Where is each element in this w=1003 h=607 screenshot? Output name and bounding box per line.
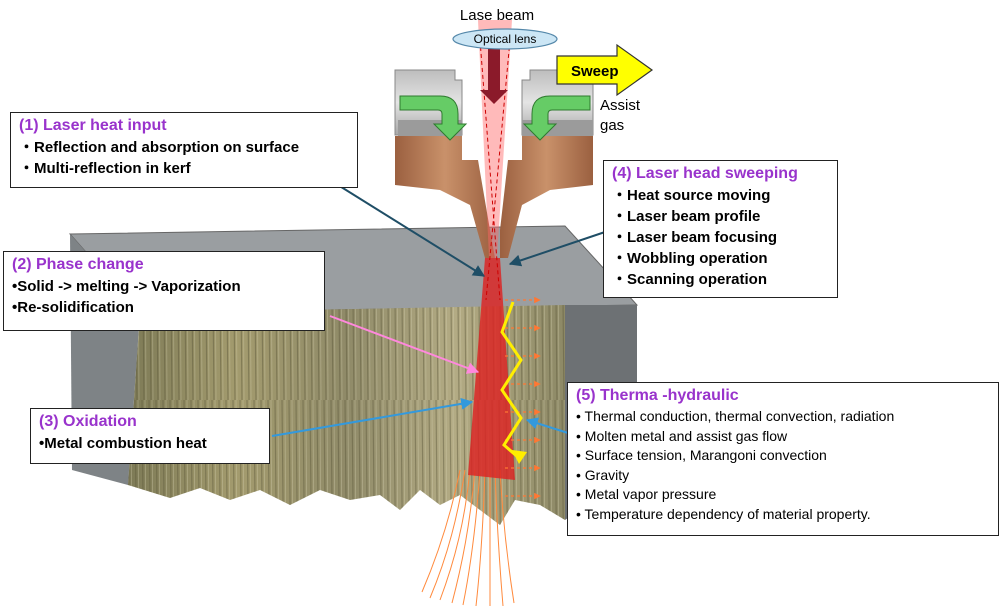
list-item: ・Wobbling operation xyxy=(612,250,768,267)
box-title: (1) Laser heat input xyxy=(19,117,167,134)
beam-dash-left xyxy=(479,39,501,301)
box-laser-heat-input: (1) Laser heat input ・Reflection and abs… xyxy=(10,112,358,188)
box-oxidation: (3) Oxidation •Metal combustion heat xyxy=(30,408,270,464)
sweep-arrow xyxy=(556,43,654,97)
leader-arrow-thermal-hydraulic xyxy=(525,417,569,434)
list-item: •Metal combustion heat xyxy=(39,435,207,452)
box-title: (5) Therma -hydraulic xyxy=(576,387,739,404)
laser-head-nozzle xyxy=(394,69,594,258)
list-item: •Solid -> melting -> Vaporization xyxy=(12,278,241,295)
list-item: • Metal vapor pressure xyxy=(576,486,717,502)
assist-gas-label-line1: Assist xyxy=(600,97,641,114)
optical-lens-label: Optical lens xyxy=(474,32,537,46)
box-title: (2) Phase change xyxy=(12,256,144,273)
assist-gas-arrow-right xyxy=(522,95,591,141)
list-item: • Gravity xyxy=(576,466,630,483)
optical-lens xyxy=(452,28,558,50)
list-item: •Re-solidification xyxy=(12,299,134,316)
box-laser-head-sweeping: (4) Laser head sweeping ・Heat source mov… xyxy=(603,160,838,298)
box-thermal-hydraulic: (5) Therma -hydraulic • Thermal conducti… xyxy=(567,382,999,536)
leader-arrow-phase-change xyxy=(329,315,480,374)
leader-arrow-head-sweeping xyxy=(508,231,606,267)
list-item: ・Laser beam focusing xyxy=(612,229,778,246)
ejected-spark-lines xyxy=(421,469,515,607)
nozzle-cone-right xyxy=(500,136,593,258)
assist-gas-label-line2: gas xyxy=(600,117,624,134)
leader-arrow-oxidation xyxy=(271,397,474,437)
beam-dash-right xyxy=(485,39,511,301)
assist-gas-arrow-left xyxy=(399,95,468,141)
nozzle-cone-left xyxy=(395,136,495,258)
laser-beam xyxy=(478,20,512,258)
kerf-melt-zone xyxy=(468,258,515,480)
beam-direction-arrow xyxy=(480,48,508,104)
list-item: ・Laser beam profile xyxy=(612,208,761,225)
list-item: • Thermal conduction, thermal convection… xyxy=(576,408,895,424)
box-title: (3) Oxidation xyxy=(39,413,137,430)
list-item: • Surface tension, Marangoni convection xyxy=(576,447,827,463)
laser-beam-label: Lase beam xyxy=(460,7,534,24)
sweep-label: Sweep xyxy=(571,63,619,80)
list-item: ・Reflection and absorption on surface xyxy=(19,139,300,156)
list-item: • Temperature dependency of material pro… xyxy=(576,505,871,522)
box-title: (4) Laser head sweeping xyxy=(612,165,798,182)
list-item: • Molten metal and assist gas flow xyxy=(576,427,788,444)
list-item: ・Scanning operation xyxy=(612,271,768,288)
melt-front-arrowhead xyxy=(512,450,527,464)
list-item: ・Heat source moving xyxy=(612,187,771,204)
list-item: ・Multi-reflection in kerf xyxy=(19,160,191,177)
cut-surface-striations xyxy=(128,305,565,525)
melt-front-zigzag xyxy=(500,301,523,460)
box-phase-change: (2) Phase change •Solid -> melting -> Va… xyxy=(3,251,325,331)
leader-arrow-heat-input xyxy=(329,179,486,277)
